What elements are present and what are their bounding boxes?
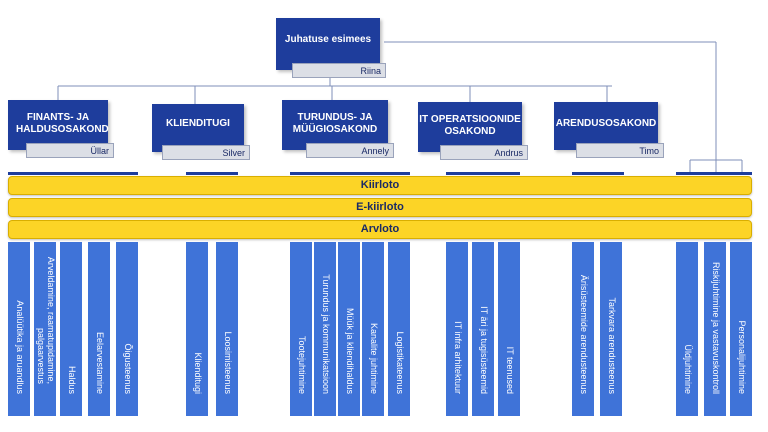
column-hr: Personalijuhtimine [730,242,752,416]
column-accounting: Arveldamine, raamatupidamine, palgaarves… [34,242,56,416]
column-stub [186,172,238,175]
department-person: Silver [162,145,250,160]
column-stub [676,172,752,175]
column-stub [572,172,624,175]
column-analytics: Analüütika ja aruandlus [8,242,30,416]
department-box-development: ARENDUSOSAKOND Timo [554,102,664,158]
department-name: IT OPERATSIOONIDE OSAKOND [419,114,521,137]
column-administration: Haldus [60,242,82,416]
department-name: FINANTS- JA HALDUSOSAKOND [16,112,109,135]
column-it-infra: IT infra arhitektuur [446,242,468,416]
column-general-management: Üldjuhtimine [676,242,698,416]
column-risk-compliance: Riskijuhtimine ja vastavuskontroll [704,242,726,416]
band-e-kiirloto: E-kiirloto [8,198,752,217]
column-channels: Kanalite juhtimine [362,242,384,416]
department-box-it: IT OPERATSIOONIDE OSAKOND Andrus [418,102,528,160]
band-kiirloto: Kiirloto [8,176,752,195]
column-it-business-systems: IT äri ja tugisüsteemid [472,242,494,416]
department-name: KLIENDITUGI [166,118,230,129]
column-software-dev: Tarkvara arendusteenus [600,242,622,416]
column-marketing-communication: Turundus ja kommunikatsioon [314,242,336,416]
column-legal: Õigusteenus [116,242,138,416]
department-box-finance: FINANTS- JA HALDUSOSAKOND Üllar [8,100,114,158]
department-person: Timo [576,143,664,158]
department-person: Andrus [440,145,528,160]
chairman-box: Juhatuse esimees Riina [276,18,386,78]
column-budgeting: Eelarvestamine [88,242,110,416]
column-stub [290,172,410,175]
department-box-support: KLIENDITUGI Silver [152,104,250,160]
column-logistics: Logistikateenus [388,242,410,416]
department-person: Üllar [26,143,114,158]
department-name: ARENDUSOSAKOND [555,118,657,129]
column-sales: Müük ja kliendihaldus [338,242,360,416]
column-product-management: Tootejuhtimine [290,242,312,416]
department-box-marketing: TURUNDUS- JA MÜÜGIOSAKOND Annely [282,100,394,158]
column-stub [446,172,520,175]
chairman-person: Riina [292,63,386,78]
chairman-title: Juhatuse esimees [284,34,372,45]
column-it-services: IT teenused [498,242,520,416]
column-business-systems-dev: Ärisüsteemide arendusteenus [572,242,594,416]
column-stub [8,172,138,175]
department-person: Annely [306,143,394,158]
column-draw-service: Loosimisteenus [216,242,238,416]
department-name: TURUNDUS- JA MÜÜGIOSAKOND [292,112,378,135]
column-customer-support: Klienditugi [186,242,208,416]
band-arvloto: Arvloto [8,220,752,239]
